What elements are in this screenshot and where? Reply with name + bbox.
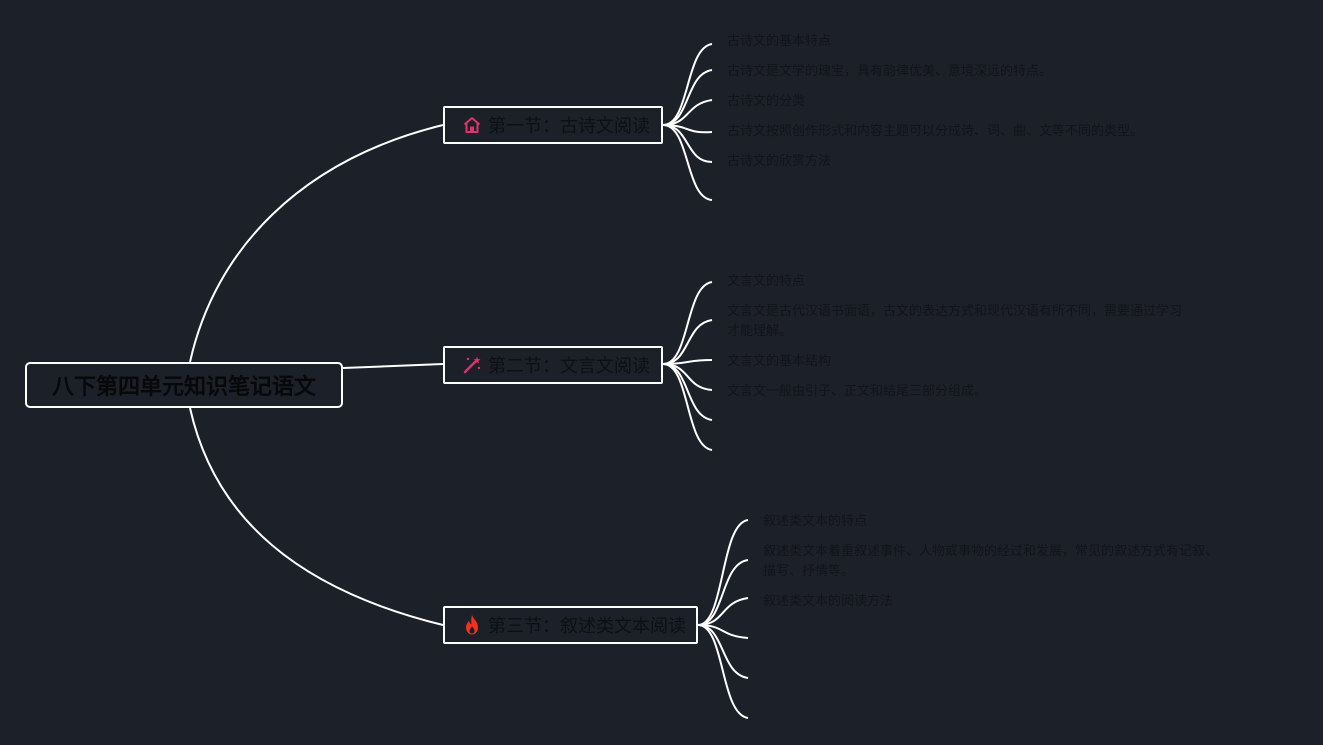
section-node-2[interactable]: 第二节：文言文阅读 [443,346,663,384]
connector-s3-leaf-1 [697,519,749,626]
connector-s2-leaf-1 [662,281,713,365]
leaf-s1-1[interactable]: 古诗文的基本特点 [727,34,832,49]
connector-s3-leaf-6 [697,624,749,719]
connector-s1-leaf-5 [662,124,713,163]
section-title-2: 第二节：文言文阅读 [488,356,650,377]
leaf-s1-3[interactable]: 古诗文的分类 [727,94,806,109]
section-title-1: 第一节：古诗文阅读 [488,116,650,137]
connector-s2-leaf-6 [662,363,713,451]
section-node-3[interactable]: 第三节：叙述类文本阅读 [443,606,698,644]
magic-wand-icon [461,354,483,376]
leaf-s3-1[interactable]: 叙述类文本的特点 [763,514,868,529]
leaf-s2-4[interactable]: 文言文一般由引子、正文和结尾三部分组成。 [727,384,988,399]
leaf-s2-3[interactable]: 文言文的基本结构 [727,354,832,369]
section-title-3: 第三节：叙述类文本阅读 [488,616,686,637]
leaf-s2-2b[interactable]: 才能理解。 [727,324,793,339]
leaf-s1-2[interactable]: 古诗文是文学的瑰宝，具有韵律优美、意境深远的特点。 [727,64,1053,79]
leaf-s2-2a[interactable]: 文言文是古代汉语书面语，古文的表达方式和现代汉语有所不同，需要通过学习 [727,304,1183,319]
connector-s1-leaf-1 [662,43,713,126]
leaf-s3-2a[interactable]: 叙述类文本着重叙述事件、人物或事物的经过和发展，常见的叙述方式有记叙、 [763,544,1219,559]
root-topic[interactable]: 八下第四单元知识笔记语文 [25,362,343,408]
connector-s3-leaf-2 [697,559,749,626]
root-topic-label: 八下第四单元知识笔记语文 [51,375,316,400]
connector-s1-leaf-6 [662,124,713,201]
leaf-s1-5[interactable]: 古诗文的欣赏方法 [727,154,832,169]
connector-s1-leaf-3 [662,99,713,126]
connector-s2-leaf-5 [662,363,713,421]
connector-root-section-2 [342,363,444,369]
leaf-s1-4[interactable]: 古诗文按照创作形式和内容主题可以分成诗、词、曲、文等不同的类型。 [727,124,1144,139]
section-node-1[interactable]: 第一节：古诗文阅读 [443,106,663,144]
leaf-s2-1[interactable]: 文言文的特点 [727,274,806,289]
leaf-s3-3[interactable]: 叙述类文本的阅读方法 [763,594,894,609]
connector-root-section-1 [189,124,444,363]
leaf-s3-2b[interactable]: 描写、抒情等。 [763,564,855,579]
connector-s2-leaf-4 [662,363,713,391]
fire-icon [461,614,483,636]
connector-root-section-3 [189,407,444,626]
home-icon [461,114,483,136]
connector-s1-leaf-2 [662,69,713,126]
